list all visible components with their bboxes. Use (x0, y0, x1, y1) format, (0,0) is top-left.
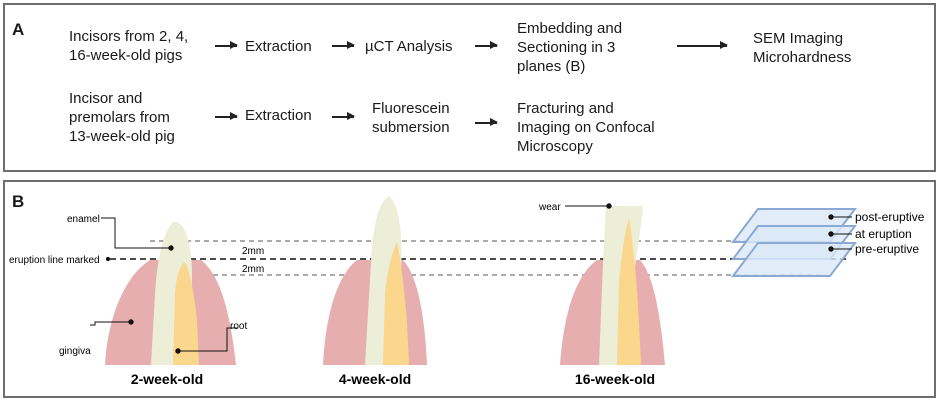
tooth-4-week-old (323, 196, 427, 365)
enamel-label: enamel (67, 214, 100, 225)
pre-eruptive-label: pre-eruptive (855, 242, 919, 256)
step-extraction-2: Extraction (245, 107, 312, 124)
step-incisors-source: Incisors from 2, 4, 16-week-old pigs (69, 28, 189, 64)
eruption-line-label: eruption line marked (9, 255, 100, 266)
age-label-4-week: 4-week-old (339, 371, 411, 387)
enamel-dot (168, 245, 174, 251)
root-shape (617, 218, 641, 365)
root-leader (178, 327, 238, 352)
panel-b-label: B (12, 192, 25, 211)
arrow-right-icon (215, 113, 238, 119)
step-fluorescein: Fluorescein submersion (372, 100, 450, 136)
step-sem-microhardness: SEM Imaging Microhardness (753, 30, 852, 66)
root-label: root (230, 321, 247, 332)
tooth-diagram: enamel eruption line marked gingiva root… (9, 196, 925, 387)
panel-a-label: A (12, 20, 25, 39)
section-planes (730, 208, 858, 277)
gingiva-dot (128, 319, 134, 325)
tooth-16-week-old (560, 206, 665, 365)
arrow-right-icon (332, 42, 355, 48)
panel-a: A Incisors from 2, 4, 16-week-old pigs E… (3, 3, 936, 172)
tooth-2-week-old (105, 221, 236, 365)
eruption-line-dot (105, 256, 111, 262)
arrow-right-icon (475, 119, 498, 125)
enamel-leader (101, 217, 171, 249)
post-eruptive-dot (828, 214, 834, 220)
arrow-right-icon (215, 42, 238, 48)
post-eruptive-label: post-eruptive (855, 210, 925, 224)
root-shape (383, 242, 409, 365)
step-extraction-1: Extraction (245, 38, 312, 55)
step-fracturing-confocal: Fracturing and Imaging on Confocal Micro… (517, 100, 655, 155)
panel-b: B (3, 180, 936, 398)
gingiva-label: gingiva (59, 346, 91, 357)
root-shape (173, 262, 199, 365)
plane-pre-eruptive (730, 242, 858, 277)
step-uct-analysis: µCT Analysis (365, 38, 453, 55)
spacing-bottom-label: 2mm (242, 264, 264, 275)
arrow-right-icon (677, 42, 728, 48)
step-embedding-sectioning: Embedding and Sectioning in 3 planes (B) (517, 20, 623, 75)
wear-label: wear (538, 202, 561, 213)
at-eruption-label: at eruption (855, 227, 912, 241)
root-dot (175, 348, 181, 354)
arrow-right-icon (475, 42, 498, 48)
wear-dot (606, 203, 612, 209)
gingiva-leader (90, 321, 131, 326)
at-eruption-dot (828, 231, 834, 237)
pre-eruptive-dot (828, 246, 834, 252)
arrow-right-icon (332, 113, 355, 119)
age-label-16-week: 16-week-old (575, 371, 655, 387)
step-premolars-source: Incisor and premolars from 13-week-old p… (69, 90, 175, 145)
spacing-top-label: 2mm (242, 246, 264, 257)
age-label-2-week: 2-week-old (131, 371, 203, 387)
